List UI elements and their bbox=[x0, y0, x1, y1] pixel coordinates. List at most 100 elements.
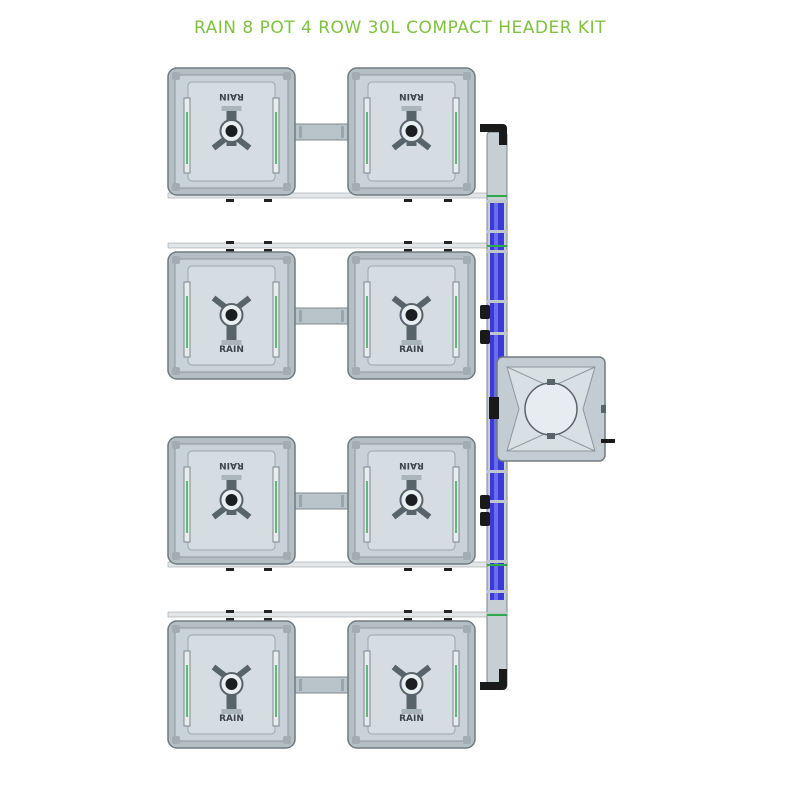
connector-joint bbox=[299, 679, 302, 691]
pot: RAIN bbox=[167, 436, 296, 565]
pot: RAIN bbox=[347, 436, 476, 565]
pot-corner bbox=[352, 441, 360, 449]
pot-corner bbox=[172, 72, 180, 80]
feed-lines bbox=[167, 124, 508, 690]
pot-corner bbox=[352, 256, 360, 264]
feed-clip bbox=[226, 618, 234, 621]
drain-hole bbox=[405, 678, 418, 690]
pot-corner bbox=[352, 625, 360, 633]
connector-joint bbox=[341, 310, 344, 322]
drain-hole bbox=[225, 309, 238, 321]
pot-corner bbox=[283, 625, 291, 633]
manifold-band bbox=[486, 300, 508, 303]
pot-brand-label: RAIN bbox=[219, 91, 244, 101]
feed-clip bbox=[404, 249, 412, 252]
feed-clip bbox=[226, 241, 234, 244]
tank-outlet bbox=[601, 439, 615, 443]
pot-corner bbox=[172, 441, 180, 449]
pot-corner bbox=[283, 552, 291, 560]
pot-corner bbox=[463, 256, 471, 264]
pot-corner bbox=[283, 441, 291, 449]
feed-clip bbox=[264, 610, 272, 613]
drain-hole bbox=[225, 494, 238, 506]
feed-clip bbox=[444, 618, 452, 621]
pot-brand-label: RAIN bbox=[399, 460, 424, 470]
connector-joint bbox=[299, 495, 302, 507]
pot-corner bbox=[283, 256, 291, 264]
tank-inlet bbox=[489, 397, 499, 419]
manifold-band bbox=[486, 230, 508, 233]
manifold-band bbox=[486, 612, 508, 615]
drain-hole bbox=[225, 678, 238, 690]
connector-joint bbox=[299, 310, 302, 322]
pot-fins bbox=[221, 106, 242, 111]
feed-clip bbox=[264, 199, 272, 202]
pot-fins bbox=[221, 709, 242, 714]
connector-joint bbox=[341, 126, 344, 138]
tank-side-port bbox=[601, 405, 606, 413]
feed-clip bbox=[444, 610, 452, 613]
pot-corner bbox=[283, 736, 291, 744]
pot-corner bbox=[352, 183, 360, 191]
feed-clip bbox=[264, 568, 272, 571]
feed-clip bbox=[444, 241, 452, 244]
pot-corner bbox=[172, 367, 180, 375]
pot-corner bbox=[463, 552, 471, 560]
feed-clip bbox=[226, 568, 234, 571]
feed-clip bbox=[444, 199, 452, 202]
manifold-band bbox=[486, 500, 508, 503]
pot-corner bbox=[283, 367, 291, 375]
header-tank-icon bbox=[489, 356, 615, 462]
tank-float-stem bbox=[547, 379, 555, 385]
pot-fins bbox=[221, 475, 242, 480]
connector-joint bbox=[299, 126, 302, 138]
feed-clip bbox=[226, 199, 234, 202]
pot: RAIN bbox=[347, 251, 476, 380]
bottom-elbow bbox=[480, 669, 507, 690]
pot-corner bbox=[463, 72, 471, 80]
pot-corner bbox=[463, 625, 471, 633]
tank-float bbox=[524, 382, 578, 436]
pot-fins bbox=[401, 709, 422, 714]
pot: RAIN bbox=[167, 251, 296, 380]
pot-fins bbox=[401, 475, 422, 480]
manifold-band bbox=[486, 332, 508, 335]
inline-valve bbox=[480, 512, 490, 526]
feed-clip bbox=[404, 241, 412, 244]
manifold-band bbox=[486, 470, 508, 473]
pot: RAIN bbox=[167, 620, 296, 749]
feed-clip bbox=[404, 568, 412, 571]
pot-corner bbox=[172, 625, 180, 633]
pot-corner bbox=[352, 367, 360, 375]
inline-valve bbox=[480, 305, 490, 319]
feed-clip bbox=[264, 618, 272, 621]
feed-clip bbox=[444, 249, 452, 252]
connector-joint bbox=[341, 495, 344, 507]
header-tank bbox=[489, 356, 615, 462]
pot-brand-label: RAIN bbox=[219, 345, 244, 355]
pot-corner bbox=[172, 183, 180, 191]
pot-corner bbox=[352, 72, 360, 80]
pot-brand-label: RAIN bbox=[219, 460, 244, 470]
pot-corner bbox=[283, 183, 291, 191]
pot-corner bbox=[283, 72, 291, 80]
pot-grid: RAIN RAIN RAIN RAIN RAIN RAIN RAIN RAIN bbox=[167, 67, 476, 749]
pot-brand-label: RAIN bbox=[399, 91, 424, 101]
page-title: RAIN 8 POT 4 ROW 30L COMPACT HEADER KIT bbox=[194, 18, 606, 38]
drain-hole bbox=[225, 125, 238, 137]
pot: RAIN bbox=[347, 67, 476, 196]
feed-clip bbox=[264, 249, 272, 252]
connector-joint bbox=[341, 679, 344, 691]
pot-fins bbox=[221, 340, 242, 345]
pot-fins bbox=[401, 106, 422, 111]
inline-valve bbox=[480, 495, 490, 509]
pot: RAIN bbox=[347, 620, 476, 749]
feed-clip bbox=[226, 249, 234, 252]
feed-clip bbox=[404, 610, 412, 613]
pot-fins bbox=[401, 340, 422, 345]
feed-clip bbox=[404, 618, 412, 621]
pot-connectors bbox=[292, 123, 351, 694]
pot: RAIN bbox=[167, 67, 296, 196]
manifold-band bbox=[486, 560, 508, 563]
